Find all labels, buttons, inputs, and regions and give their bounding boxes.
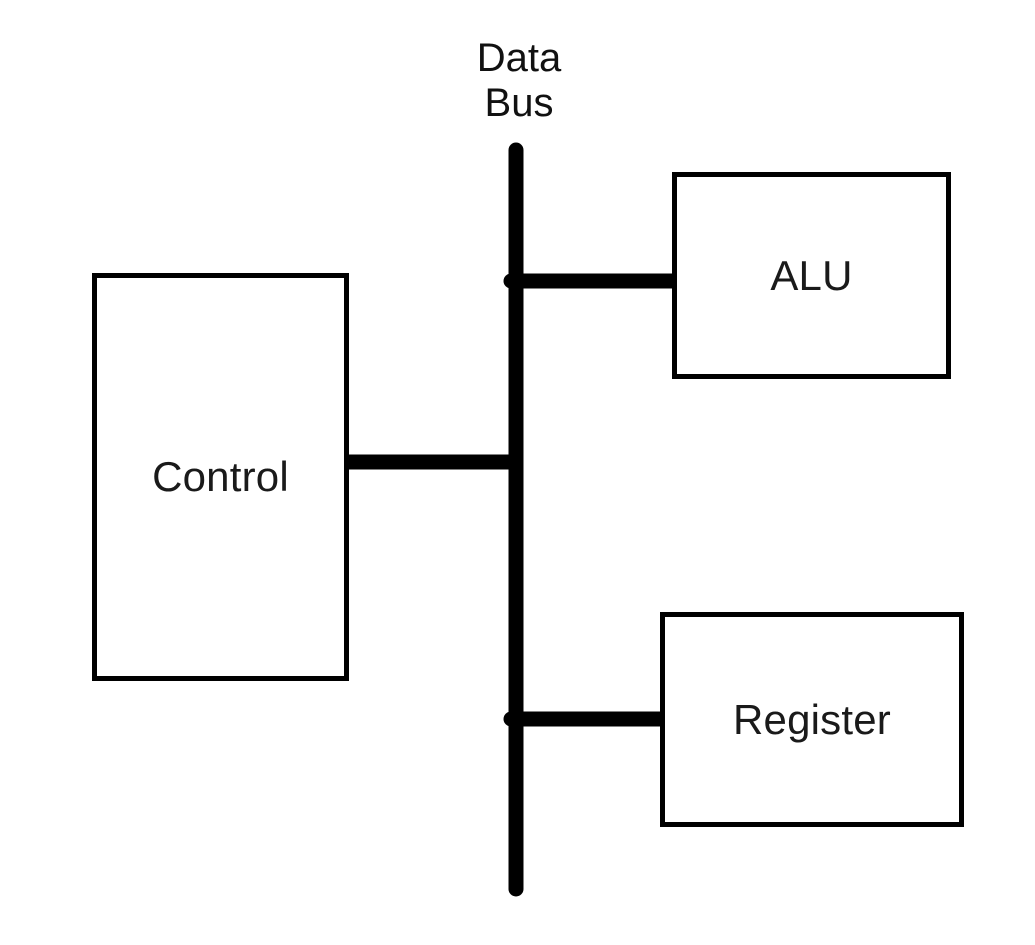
register-block[interactable]: Register bbox=[660, 612, 964, 827]
control-block[interactable]: Control bbox=[92, 273, 349, 681]
data-bus-label-line-1: Data bbox=[476, 36, 562, 80]
control-block-label: Control bbox=[152, 453, 289, 500]
register-block-label: Register bbox=[733, 695, 891, 743]
data-bus-label-line-2: Bus bbox=[484, 80, 554, 125]
alu-block-label: ALU bbox=[770, 251, 853, 299]
alu-block[interactable]: ALU bbox=[672, 172, 951, 379]
data-bus-label: Data Bus bbox=[369, 36, 669, 126]
